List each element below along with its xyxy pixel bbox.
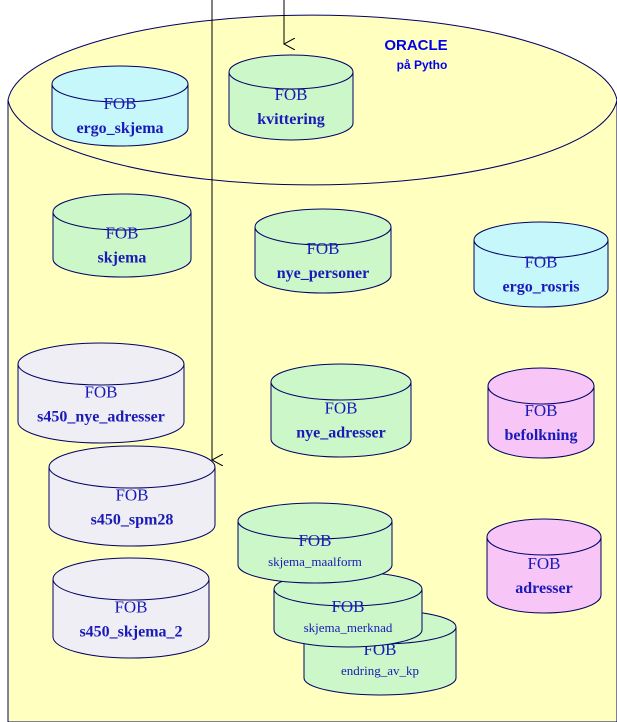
table-prefix: FOB <box>524 253 557 272</box>
table-cylinder-nye-personer: FOB nye_personer <box>254 208 392 294</box>
cylinder-body <box>254 227 392 294</box>
cylinder-top <box>52 193 192 231</box>
table-name: endring_av_kp <box>341 663 419 678</box>
cylinder-top <box>228 54 354 90</box>
cylinder-body <box>52 579 210 659</box>
table-name: befolkning <box>505 427 578 444</box>
cylinder-top <box>270 363 412 401</box>
table-name: nye_personer <box>277 265 369 282</box>
cylinder-body <box>487 386 595 459</box>
table-name: adresser <box>515 580 572 597</box>
cylinder-top <box>487 367 595 405</box>
table-name: s450_skjema_2 <box>79 624 182 641</box>
table-name: skjema <box>98 250 147 267</box>
table-name: kvittering <box>257 111 325 128</box>
cylinder-top <box>473 221 609 259</box>
table-prefix: FOB <box>324 399 357 418</box>
cylinder-top <box>486 518 602 556</box>
table-prefix: FOB <box>274 85 307 104</box>
table-name: ergo_skjema <box>76 120 163 137</box>
oracle-subtitle: på Pytho <box>397 58 448 72</box>
oracle-title: ORACLE <box>384 37 447 54</box>
table-prefix: FOB <box>306 239 339 258</box>
table-name: nye_adresser <box>296 425 385 442</box>
cylinder-body <box>48 467 216 547</box>
table-cylinder-kvittering: FOB kvittering <box>228 54 354 141</box>
table-cylinder-ergo-skjema: FOB ergo_skjema <box>51 65 189 147</box>
table-cylinder-nye-adresser: FOB nye_adresser <box>270 363 412 458</box>
cylinder-body <box>270 382 412 458</box>
table-cylinder-skjema: FOB skjema <box>52 193 192 278</box>
table-name: ergo_rosris <box>502 279 579 296</box>
table-prefix: FOB <box>105 224 138 243</box>
table-cylinder-skjema-maalform: FOB skjema_maalform <box>237 502 393 584</box>
cylinder-top <box>17 342 185 386</box>
cylinder-top <box>52 557 210 601</box>
table-name: s450_nye_adresser <box>37 409 165 426</box>
table-prefix: FOB <box>524 401 557 420</box>
table-name: skjema_maalform <box>268 554 362 569</box>
cylinder-body <box>228 72 354 141</box>
cylinder-body <box>473 240 609 308</box>
cylinder-top <box>51 65 189 103</box>
cylinder-top <box>254 208 392 246</box>
table-cylinder-adresser: FOB adresser <box>486 518 602 614</box>
table-cylinder-s450-spm28: FOB s450_spm28 <box>48 445 216 547</box>
table-prefix: FOB <box>527 554 560 573</box>
cylinder-body <box>52 212 192 278</box>
table-cylinder-skjema-merknad: FOB skjema_merknad <box>273 571 423 648</box>
table-cylinder-s450-skjema-2: FOB s450_skjema_2 <box>52 557 210 659</box>
table-prefix: FOB <box>331 597 364 616</box>
table-prefix: FOB <box>115 486 148 505</box>
table-name: s450_spm28 <box>91 512 174 529</box>
table-prefix: FOB <box>114 598 147 617</box>
table-prefix: FOB <box>103 94 136 113</box>
cylinder-body <box>486 537 602 614</box>
table-prefix: FOB <box>84 383 117 402</box>
oracle-cylinder-top-rim <box>7 99 617 186</box>
table-name: skjema_merknad <box>304 620 393 635</box>
table-prefix: FOB <box>298 531 331 550</box>
table-cylinder-s450-nye-adresser: FOB s450_nye_adresser <box>17 342 185 444</box>
table-cylinder-befolkning: FOB befolkning <box>487 367 595 459</box>
cylinder-top <box>237 502 393 540</box>
cylinder-top <box>48 445 216 489</box>
table-cylinder-ergo-rosris: FOB ergo_rosris <box>473 221 609 308</box>
cylinder-body <box>17 364 185 444</box>
